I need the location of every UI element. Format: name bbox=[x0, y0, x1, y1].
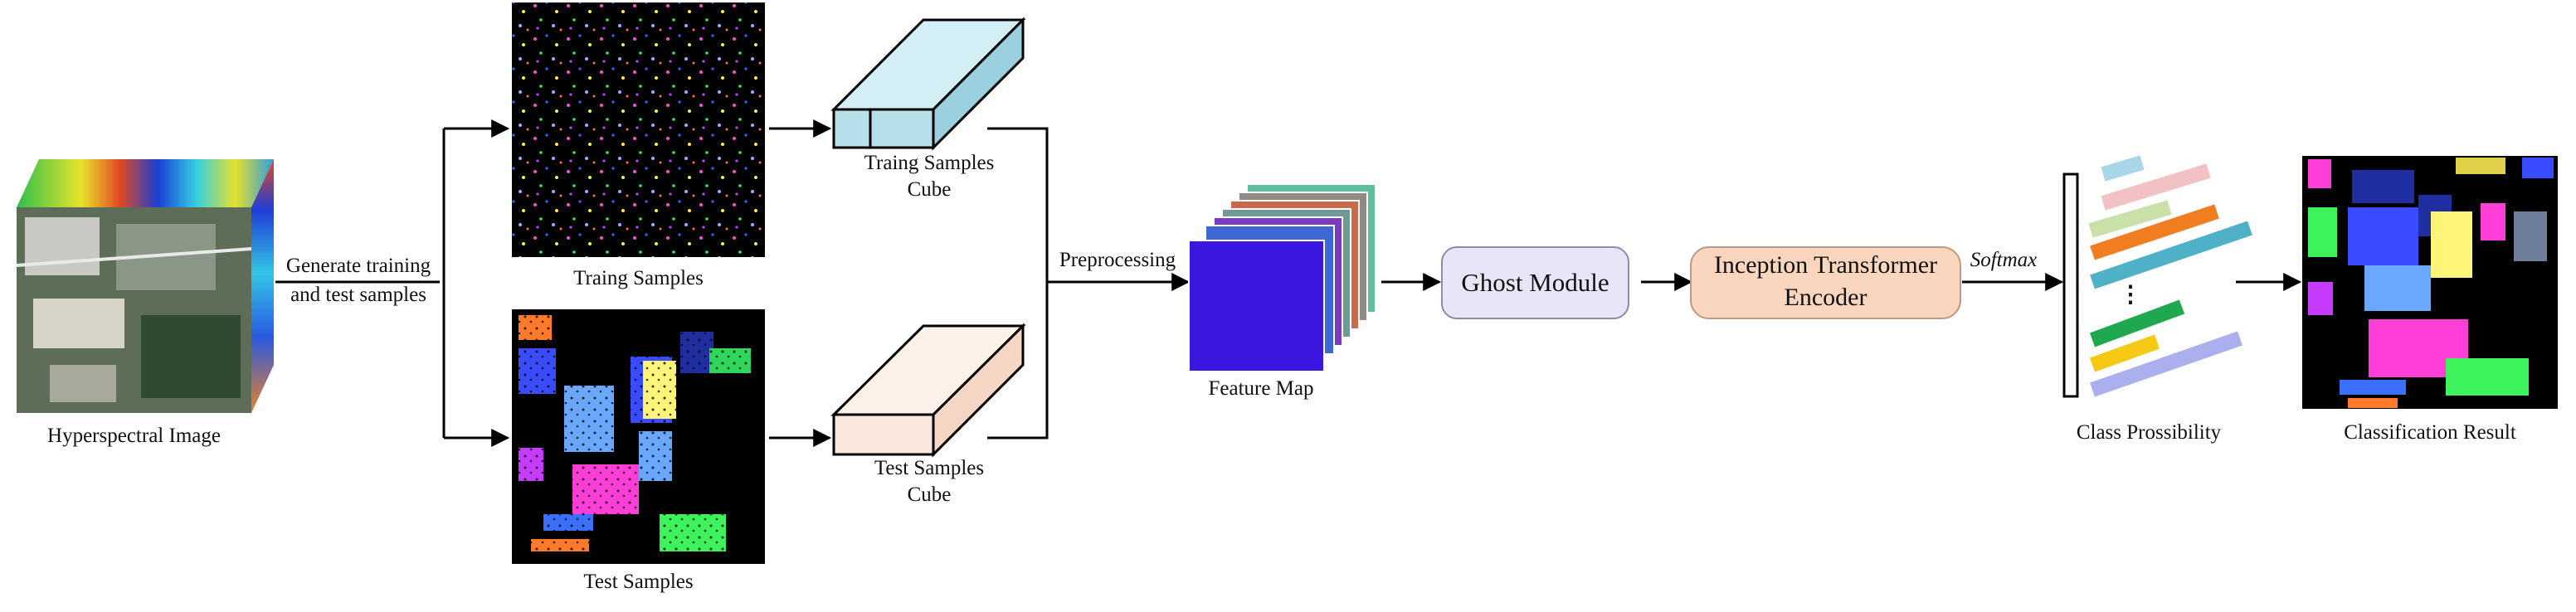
ellipsis-icon: ⋮ bbox=[2119, 282, 2142, 308]
class-probability-panel bbox=[2062, 155, 2252, 398]
feature-map-icon bbox=[1188, 183, 1376, 372]
test-samples-label: Test Samples bbox=[583, 571, 694, 593]
train-cube-label-1: Traing Samples bbox=[864, 152, 995, 174]
test-cube-label-1: Test Samples bbox=[874, 457, 985, 479]
inception-label-1: Inception Transformer bbox=[1713, 251, 1938, 279]
ghost-module-label: Ghost Module bbox=[1461, 268, 1609, 297]
classification-result-label: Classification Result bbox=[2344, 421, 2516, 444]
inception-transformer-box bbox=[1690, 246, 1961, 319]
softmax-label: Softmax bbox=[1970, 249, 2038, 271]
test-samples-image bbox=[512, 309, 765, 564]
hyperspectral-cube-icon bbox=[16, 159, 274, 413]
ghost-module-box bbox=[1441, 246, 1629, 319]
preprocessing-label: Preprocessing bbox=[1059, 249, 1176, 271]
train-samples-image bbox=[512, 2, 765, 257]
hyperspectral-image-label: Hyperspectral Image bbox=[47, 425, 221, 447]
generate-line1-label: Generate training bbox=[285, 255, 431, 277]
classification-result-image bbox=[2302, 156, 2558, 409]
class-probability-label: Class Prossibility bbox=[2076, 421, 2222, 444]
test-cube-label-2: Cube bbox=[907, 483, 952, 506]
train-cube-label-2: Cube bbox=[907, 178, 952, 201]
train-samples-label: Traing Samples bbox=[573, 267, 704, 289]
train-cube-icon bbox=[830, 17, 1026, 151]
generate-line2-label: and test samples bbox=[290, 284, 426, 306]
feature-map-label: Feature Map bbox=[1208, 377, 1314, 400]
split-connector bbox=[275, 119, 2302, 447]
test-cube-icon bbox=[830, 323, 1026, 458]
inception-label-2: Encoder bbox=[1784, 284, 1867, 311]
